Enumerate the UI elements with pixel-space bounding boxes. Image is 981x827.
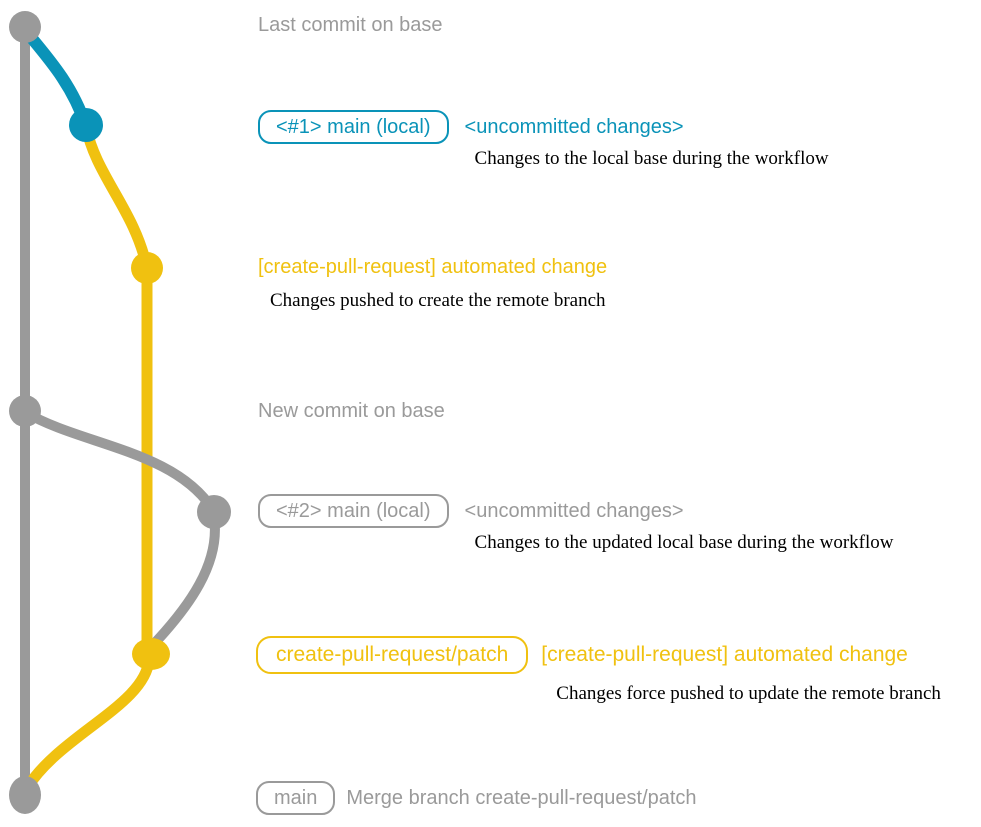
commit-dot-new-base — [9, 395, 41, 427]
commit-message: Merge branch create-pull-request/patch — [346, 787, 697, 809]
commit-annotation: Changes pushed to create the remote bran… — [270, 290, 606, 311]
commit-message: Last commit on base — [258, 14, 443, 36]
commit-label-row: Last commit on base — [258, 8, 443, 42]
commit-message: <uncommitted changes> — [464, 116, 684, 138]
commit-label-row: create-pull-request/patch [create-pull-r… — [256, 636, 941, 707]
commit-annotation: Changes to the updated local base during… — [474, 532, 894, 553]
commit-label-row: <#2> main (local) <uncommitted changes> … — [258, 494, 893, 556]
commit-dot-automated-change-1 — [131, 252, 163, 284]
commit-label-row: [create-pull-request] automated change C… — [258, 250, 607, 314]
commit-label-row: <#1> main (local) <uncommitted changes> … — [258, 110, 829, 172]
updated-local-merge-line — [147, 507, 220, 651]
commit-dot-local-main-1 — [69, 108, 103, 142]
commit-dot-local-main-2 — [197, 495, 231, 529]
commit-annotation: Changes to the local base during the wor… — [474, 148, 829, 169]
commit-message: <uncommitted changes> — [464, 500, 684, 522]
branch-badge-main-local-1: <#1> main (local) — [258, 110, 449, 144]
branch-badge-main-local-2: <#2> main (local) — [258, 494, 449, 528]
commit-label-row: New commit on base — [258, 394, 445, 428]
commit-dot-last-base — [9, 11, 41, 43]
patch-branch-line — [80, 120, 153, 666]
commit-message: New commit on base — [258, 400, 445, 422]
patch-merge-line — [21, 654, 155, 794]
branch-badge-patch: create-pull-request/patch — [256, 636, 529, 674]
commit-message: [create-pull-request] automated change — [541, 643, 908, 666]
commit-label-row: main Merge branch create-pull-request/pa… — [256, 781, 697, 815]
updated-local-branch-out-line — [20, 407, 218, 515]
branch-badge-main: main — [256, 781, 336, 815]
commit-message: [create-pull-request] automated change — [258, 256, 608, 278]
commit-annotation: Changes force pushed to update the remot… — [556, 683, 941, 704]
commit-dot-merge — [9, 776, 41, 814]
commit-dot-automated-change-2 — [132, 638, 170, 670]
